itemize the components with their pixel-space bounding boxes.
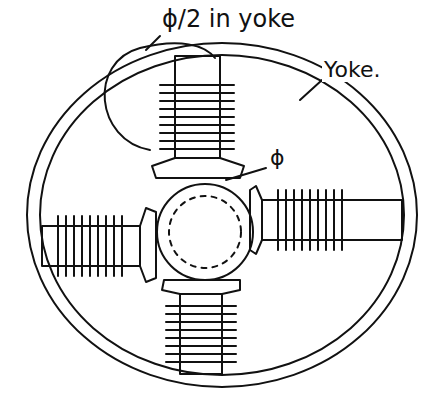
- bottom-pole: [162, 280, 240, 374]
- rotor-dashed: [169, 196, 241, 268]
- left-pole: [42, 208, 156, 282]
- right-pole: [250, 186, 402, 254]
- top-pole: [152, 56, 244, 178]
- yoke-inner: [40, 55, 404, 375]
- yoke-outer: [27, 43, 417, 387]
- rotor: [157, 184, 253, 280]
- flux-symbol: ϕ: [268, 146, 287, 170]
- flux-label: ϕ/2 in yoke: [160, 6, 297, 32]
- leader-line: [146, 36, 160, 50]
- yoke-label: Yoke.: [322, 58, 382, 82]
- leader-line: [300, 80, 322, 100]
